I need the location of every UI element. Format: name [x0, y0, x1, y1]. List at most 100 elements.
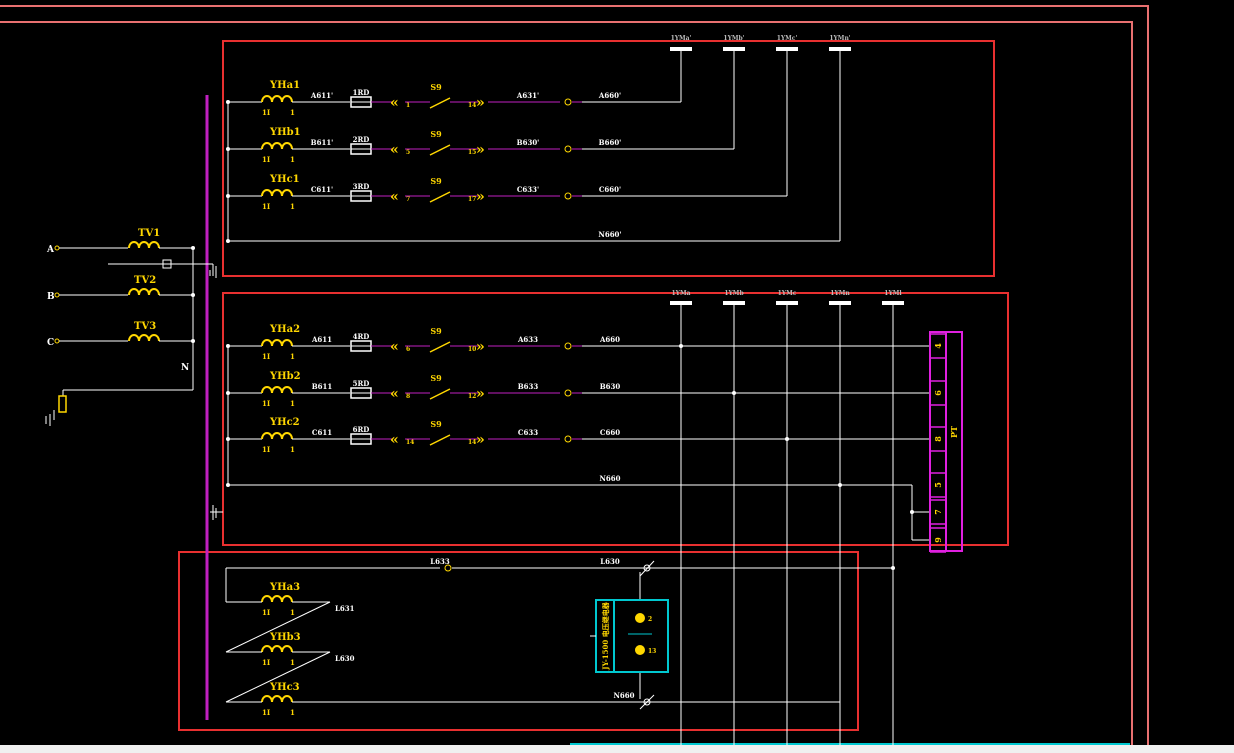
- bus-tag: 1YMa: [672, 290, 691, 297]
- contact-symbol: [444, 564, 452, 572]
- transformer-coil-TV3: [128, 334, 160, 342]
- coil-label: YHa2: [269, 324, 300, 335]
- link-label: L631: [335, 604, 355, 613]
- relay-contact-top: [643, 564, 651, 572]
- pin-label: 1I: [262, 708, 270, 717]
- relay-label: JY-1500 电压继电器: [601, 601, 610, 670]
- bus-bar: [723, 301, 745, 305]
- wire-label: C633: [518, 428, 538, 437]
- fuse-symbol: [162, 259, 172, 269]
- plug-left-symbol: «: [390, 339, 399, 355]
- plug-right-symbol: »: [476, 189, 485, 205]
- contact-symbol: [564, 389, 572, 397]
- link-wire: [225, 601, 331, 653]
- plug-left-symbol: «: [390, 432, 399, 448]
- fuse-label: 4RD: [353, 332, 370, 341]
- bus-bar: [723, 47, 745, 51]
- coil-YHc3: [261, 695, 293, 703]
- coil-YHb3: [261, 645, 293, 653]
- wire-label: C660: [600, 428, 620, 437]
- top-section-box: [222, 40, 995, 277]
- transformer-label: TV2: [134, 275, 156, 286]
- bus-bar: [776, 301, 798, 305]
- junction-dot: [732, 391, 736, 395]
- terminal-number: 8: [933, 436, 943, 442]
- switch-blade: [429, 144, 451, 156]
- relay-box: [613, 599, 669, 673]
- neutral-label: N660': [598, 230, 621, 239]
- bus-bar: [670, 301, 692, 305]
- fuse-label: 5RD: [353, 379, 370, 388]
- contact-symbol: [564, 342, 572, 350]
- terminal-number: 14: [468, 102, 476, 109]
- plug-left-symbol: «: [390, 386, 399, 402]
- junction-dot: [679, 344, 683, 348]
- coil-label: YHb2: [269, 371, 301, 382]
- wire-label: A611': [310, 91, 333, 100]
- relay-pin-label: 2: [648, 616, 652, 623]
- phase-terminal: [54, 292, 60, 298]
- switch-blade: [429, 388, 451, 400]
- bottom-section-box: [178, 551, 859, 731]
- switch-blade: [429, 434, 451, 446]
- bus-tag: 1YMb: [724, 290, 743, 297]
- wire-label: B660': [599, 138, 622, 147]
- phase-label-A: A: [46, 245, 55, 255]
- bus-tag: 1YMn': [829, 35, 850, 42]
- coil-label: YHc3: [269, 682, 300, 693]
- pin-label: 1: [290, 608, 295, 617]
- terminal-number: 5: [933, 482, 943, 488]
- coil-YHb1: [261, 142, 293, 150]
- terminal-number: 5: [406, 149, 410, 156]
- wire-label: B611': [311, 138, 334, 147]
- pin-label: 1I: [262, 155, 270, 164]
- coil-YHa2: [261, 339, 293, 347]
- pin-label: 1: [290, 708, 295, 717]
- bus-bar: [829, 47, 851, 51]
- pin-label: 1I: [262, 608, 270, 617]
- junction-dot: [785, 437, 789, 441]
- pin-label: 1: [290, 658, 295, 667]
- coil-label: YHb1: [269, 127, 301, 138]
- pin-label: 1I: [262, 108, 270, 117]
- pin-label: 1: [290, 352, 295, 361]
- relay-coil-dot: [635, 613, 645, 623]
- pin-label: 1: [290, 399, 295, 408]
- plug-left-symbol: «: [390, 95, 399, 111]
- wire-label: N660: [613, 691, 634, 700]
- fuse-label: 1RD: [353, 88, 370, 97]
- coil-label: YHc2: [269, 417, 300, 428]
- coil-label: YHb3: [269, 632, 301, 643]
- wire-label: B611: [312, 382, 333, 391]
- plug-right-symbol: »: [476, 142, 485, 158]
- pin-label: 1: [290, 445, 295, 454]
- terminal-number: 12: [468, 393, 476, 400]
- plug-right-symbol: »: [476, 339, 485, 355]
- terminal-number: 6: [406, 346, 410, 353]
- wire-label: A633: [517, 335, 538, 344]
- terminal-number: 15: [468, 149, 476, 156]
- terminal-number: 8: [406, 393, 410, 400]
- pin-label: 1: [290, 108, 295, 117]
- wire-label: A660': [598, 91, 621, 100]
- terminal-number: 1: [406, 102, 410, 109]
- pin-label: 1I: [262, 445, 270, 454]
- fuse-label: 6RD: [353, 425, 370, 434]
- plug-left-symbol: «: [390, 189, 399, 205]
- wire-label: B633: [518, 382, 539, 391]
- wire-label: B630': [517, 138, 540, 147]
- bus-bar: [882, 301, 904, 305]
- fuse-label: 2RD: [353, 135, 370, 144]
- pin-label: 1: [290, 155, 295, 164]
- wire-label: L630: [600, 557, 620, 566]
- coil-YHb2: [261, 386, 293, 394]
- wire-label: C611: [312, 428, 332, 437]
- switch-label: S9: [430, 419, 442, 429]
- contact-symbol: [564, 435, 572, 443]
- junction-dot: [891, 566, 895, 570]
- phase-terminal: [54, 245, 60, 251]
- drawing-frame: [0, 5, 1149, 745]
- coil-label: YHa1: [269, 80, 300, 91]
